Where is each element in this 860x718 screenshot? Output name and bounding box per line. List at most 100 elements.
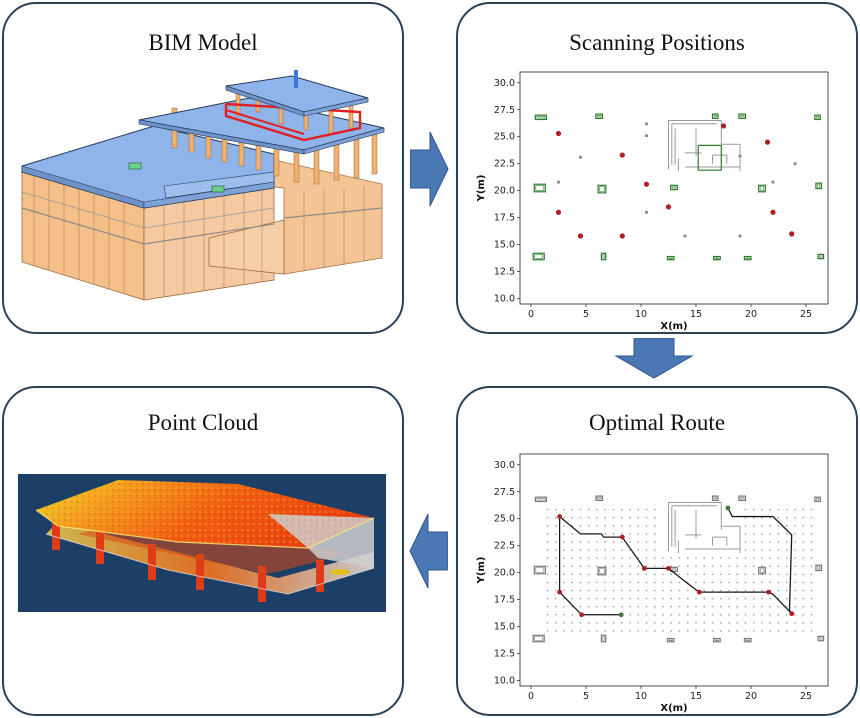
grid-candidate-point <box>810 525 813 527</box>
candidate-position-point <box>738 154 742 158</box>
grid-candidate-point <box>761 541 763 543</box>
grid-candidate-point <box>769 525 771 527</box>
grid-candidate-point <box>555 525 557 527</box>
grid-candidate-point <box>761 516 763 519</box>
grid-candidate-point <box>802 630 804 632</box>
obstacle-box <box>758 184 766 193</box>
grid-candidate-point <box>728 605 730 608</box>
grid-candidate-point <box>662 622 664 624</box>
grid-candidate-point <box>596 605 598 608</box>
grid-candidate-point <box>621 573 623 576</box>
grid-candidate-point <box>678 597 681 600</box>
grid-candidate-point <box>588 549 590 551</box>
grid-candidate-point <box>588 516 590 519</box>
grid-candidate-point <box>794 630 796 632</box>
obstacle-inner <box>599 568 605 574</box>
grid-candidate-point <box>637 508 639 511</box>
grid-candidate-point <box>810 581 813 584</box>
grid-candidate-point <box>695 565 697 567</box>
grid-candidate-point <box>720 565 722 567</box>
grid-candidate-point <box>579 573 582 576</box>
grid-candidate-point <box>555 533 557 535</box>
grid-candidate-point <box>744 597 747 600</box>
grid-candidate-point <box>802 508 804 511</box>
grid-candidate-point <box>711 622 714 624</box>
grid-candidate-point <box>629 565 631 567</box>
grid-candidate-point <box>678 605 681 608</box>
grid-candidate-point <box>720 581 722 584</box>
grid-candidate-point <box>604 565 606 567</box>
grid-candidate-point <box>695 557 697 559</box>
grid-candidate-point <box>555 508 557 511</box>
grid-candidate-point <box>777 589 780 592</box>
y-tick-label: 12.5 <box>494 649 515 660</box>
grid-candidate-point <box>670 581 672 584</box>
y-tick-label: 10.0 <box>494 676 515 687</box>
grid-candidate-point <box>604 589 606 592</box>
grid-candidate-point <box>786 605 788 608</box>
point-cloud-columns <box>52 516 324 602</box>
grid-candidate-point <box>720 573 722 576</box>
grid-candidate-point <box>629 557 631 559</box>
grid-candidate-point <box>629 630 631 632</box>
scan-position-point <box>665 204 672 210</box>
grid-candidate-point <box>604 597 606 600</box>
grid-candidate-point <box>563 605 565 608</box>
grid-candidate-point <box>596 597 598 600</box>
grid-candidate-point <box>736 581 738 584</box>
grid-candidate-point <box>786 541 788 543</box>
grid-candidate-point <box>670 630 672 632</box>
grid-candidate-point <box>678 614 681 616</box>
grid-candidate-point <box>753 549 755 551</box>
grid-candidate-point <box>637 516 639 519</box>
grid-candidate-point <box>810 573 813 576</box>
grid-candidate-point <box>596 630 598 632</box>
obstacle-box <box>533 565 546 575</box>
grid-candidate-point <box>563 622 565 624</box>
x-axis-label: X(m) <box>660 703 687 714</box>
grid-candidate-point <box>777 565 780 567</box>
grid-candidate-point <box>777 622 780 624</box>
grid-candidate-point <box>810 516 813 519</box>
grid-candidate-point <box>810 630 813 632</box>
grid-candidate-point <box>546 581 549 584</box>
grid-candidate-point <box>761 525 763 527</box>
obstacle-box <box>814 114 821 121</box>
grid-candidate-point <box>555 557 557 559</box>
grid-candidate-point <box>588 581 590 584</box>
grid-candidate-point <box>621 605 623 608</box>
route-endpoint <box>618 612 624 618</box>
grid-candidate-point <box>629 589 631 592</box>
grid-candidate-point <box>761 533 763 535</box>
grid-candidate-point <box>736 622 738 624</box>
grid-candidate-point <box>794 508 796 511</box>
grid-candidate-point <box>629 525 631 527</box>
grid-candidate-point <box>720 605 722 608</box>
grid-candidate-point <box>571 605 573 608</box>
grid-candidate-point <box>612 565 615 567</box>
grid-candidate-point <box>753 573 755 576</box>
grid-candidate-point <box>786 573 788 576</box>
x-tick-label: 10 <box>635 309 647 320</box>
grid-candidate-point <box>794 581 796 584</box>
obstacle-box <box>600 634 607 643</box>
grid-candidate-point <box>637 581 639 584</box>
grid-candidate-point <box>678 573 681 576</box>
grid-candidate-point <box>654 597 656 600</box>
obstacle-inner <box>668 639 673 641</box>
scanning-positions-title: Scanning Positions <box>569 30 745 55</box>
grid-candidate-point <box>810 557 813 559</box>
grid-candidate-point <box>662 557 664 559</box>
x-tick-label: 15 <box>690 691 702 702</box>
grid-candidate-point <box>579 525 582 527</box>
grid-candidate-point <box>563 549 565 551</box>
grid-candidate-point <box>662 589 664 592</box>
grid-candidate-point <box>604 549 606 551</box>
obstacle-inner <box>671 568 677 571</box>
grid-candidate-point <box>588 541 590 543</box>
grid-candidate-point <box>546 508 549 511</box>
grid-candidate-point <box>563 565 565 567</box>
x-tick-label: 25 <box>800 691 812 702</box>
grid-candidate-point <box>769 597 771 600</box>
grid-candidate-point <box>546 614 549 616</box>
